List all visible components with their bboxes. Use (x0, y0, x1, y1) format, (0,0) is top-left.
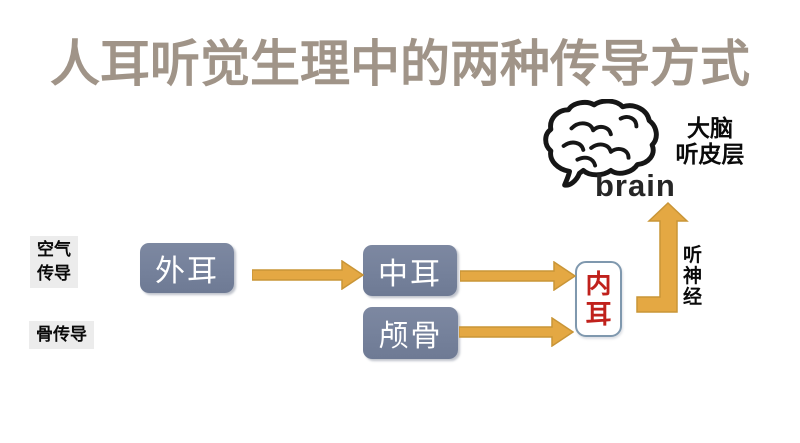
inner-ear-char2: 耳 (585, 299, 612, 329)
skull-box: 颅骨 (363, 307, 458, 359)
slide-title: 人耳听觉生理中的两种传导方式 (50, 36, 750, 92)
middle-ear-box: 中耳 (363, 245, 457, 296)
nerve-char3: 经 (683, 287, 703, 308)
arrow-skull-to-inner-icon (459, 317, 574, 347)
auditory-cortex-label: 大脑 听皮层 (658, 115, 762, 167)
arrow-outer-to-middle-icon (252, 260, 364, 290)
inner-ear-char1: 内 (585, 269, 612, 299)
arrow-middle-to-inner-icon (460, 261, 576, 291)
bone-conduction-label: 骨传导 (29, 321, 94, 349)
brain-caption: brain (595, 168, 676, 203)
cortex-label-line1: 大脑 (687, 115, 733, 141)
inner-ear-box: 内 耳 (575, 261, 622, 337)
nerve-char1: 听 (683, 245, 703, 266)
cortex-label-line2: 听皮层 (675, 141, 745, 167)
air-label-line1: 空气 (37, 240, 71, 259)
outer-ear-box: 外耳 (140, 243, 234, 293)
brain-icon (543, 99, 659, 188)
nerve-char2: 神 (683, 266, 703, 287)
auditory-nerve-label: 听 神 经 (683, 245, 702, 308)
air-conduction-label: 空气 传导 (30, 236, 78, 288)
arrow-inner-to-brain-icon (636, 201, 689, 313)
air-label-line2: 传导 (37, 264, 71, 283)
